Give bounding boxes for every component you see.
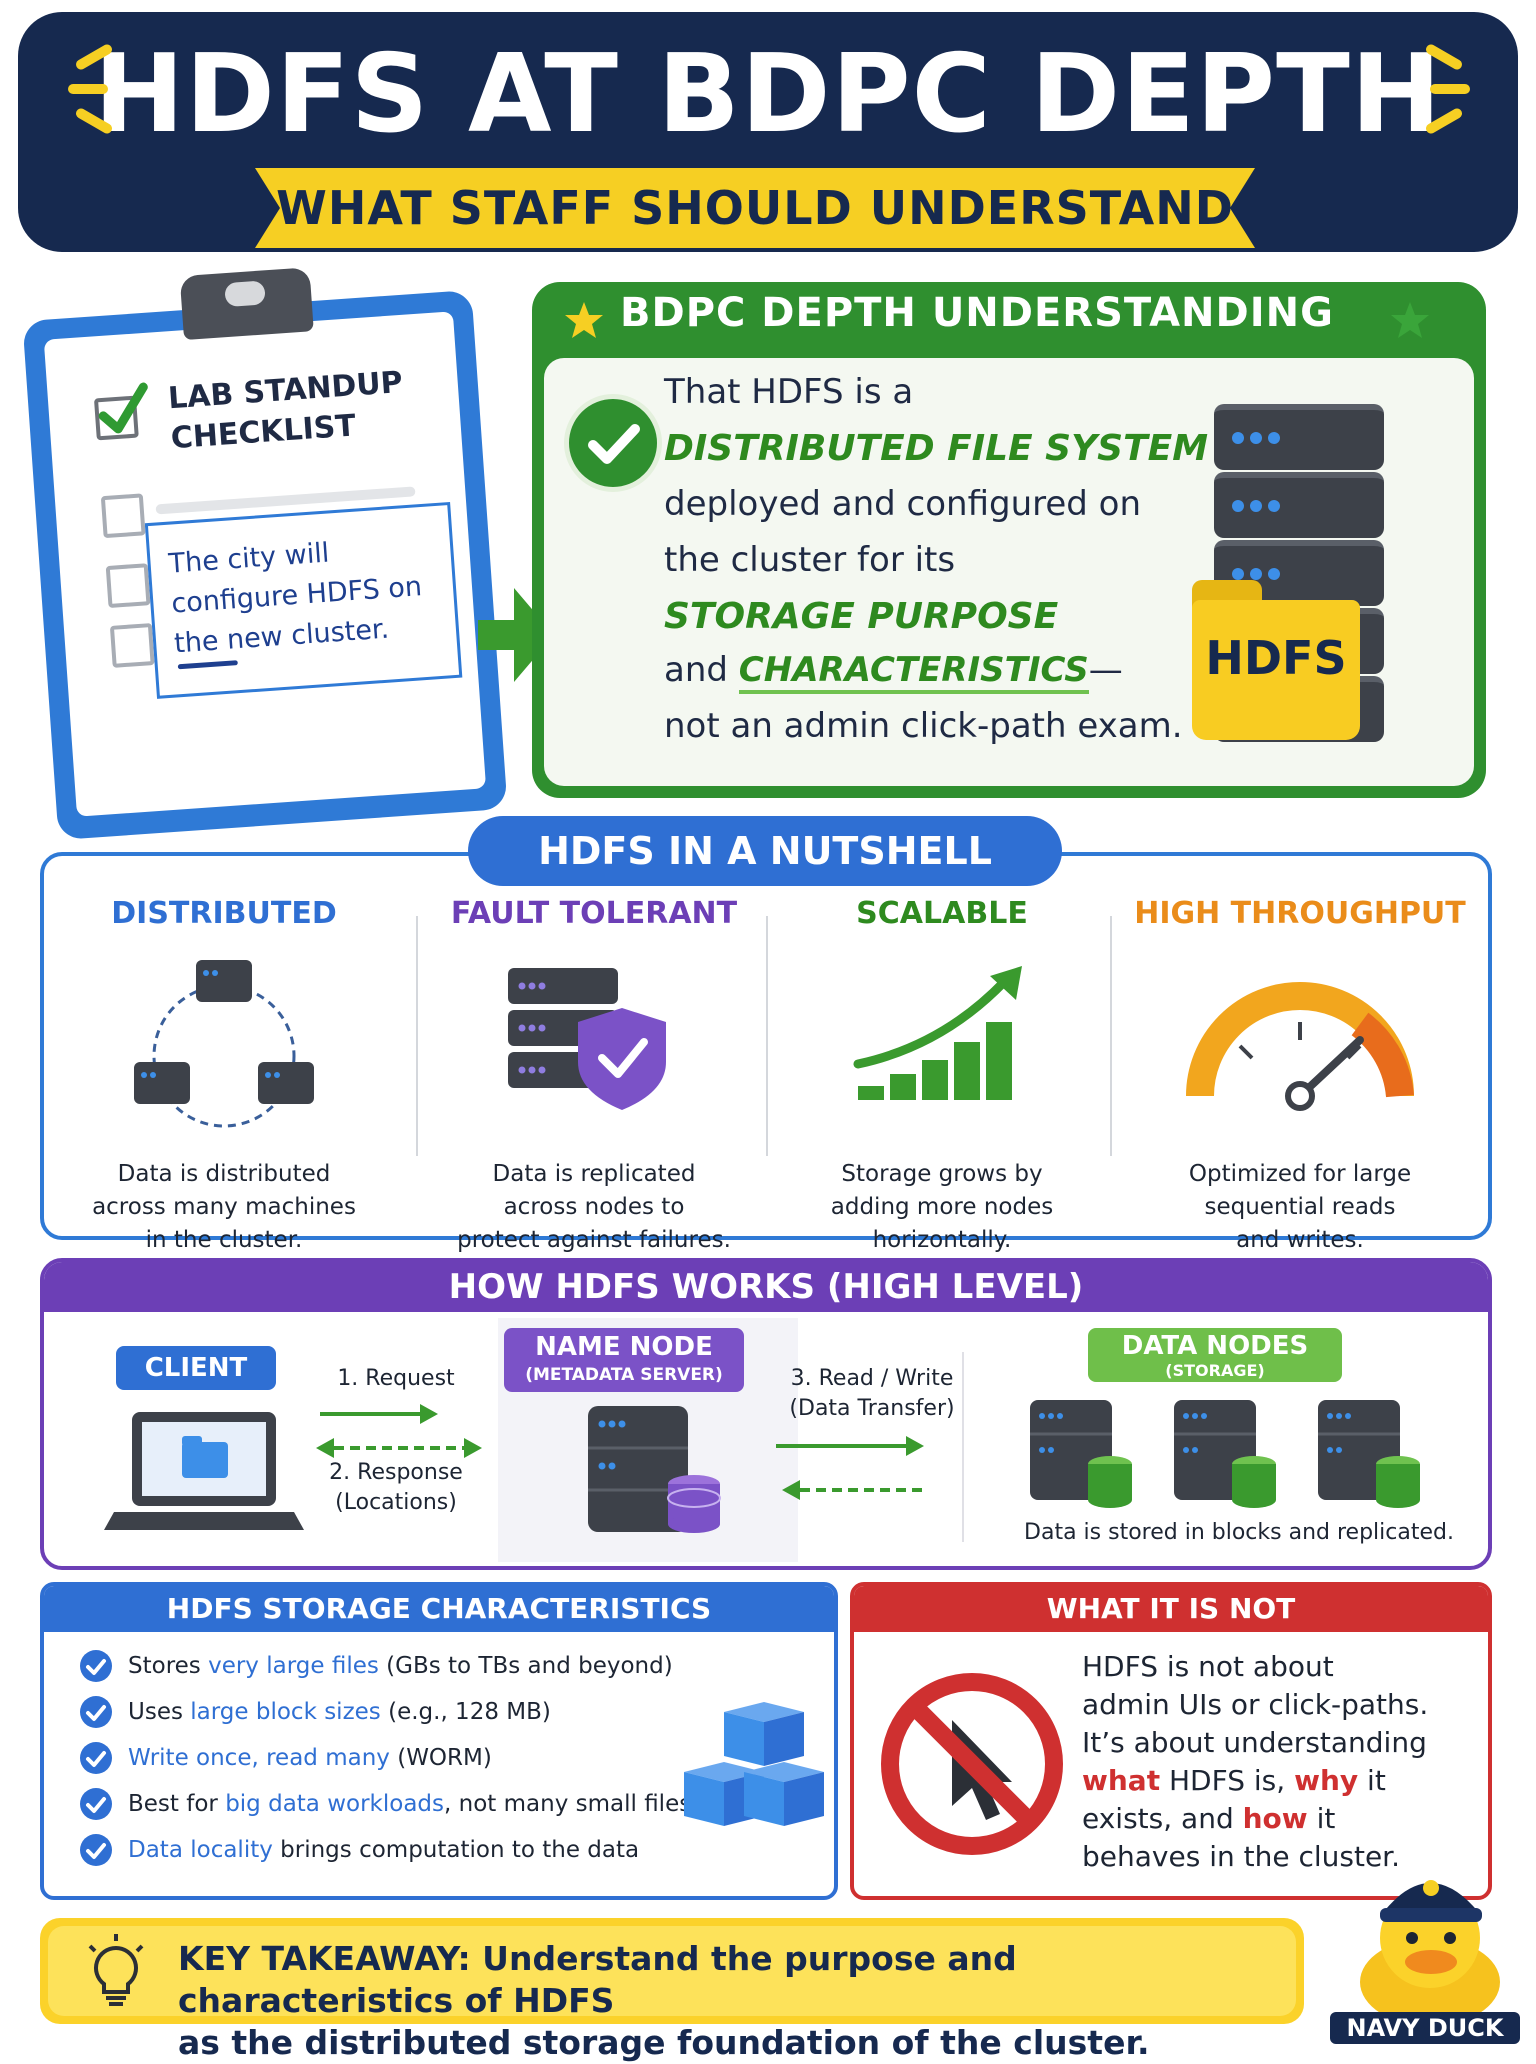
bdpc-line: That HDFS is a [664, 372, 914, 412]
column-divider [766, 916, 768, 1156]
step-request: 1. Request [337, 1366, 455, 1391]
cubes-icon [684, 1702, 824, 1826]
bdpc-line: deployed and configured on [664, 484, 1142, 524]
blocks-note: Data is stored in blocks and replicated. [1024, 1520, 1454, 1545]
nutshell-panel: DISTRIBUTED Data is distributed across m… [40, 852, 1492, 1253]
bdpc-line: not an admin click-path exam. [664, 706, 1183, 746]
bdpc-line: and CHARACTERISTICS— [664, 650, 1123, 694]
duck-icon [1360, 1880, 1500, 2022]
nutshell-label: HDFS IN A NUTSHELL [468, 816, 1062, 886]
arrow-right-icon [316, 1404, 482, 1458]
check-circle-icon [80, 1696, 112, 1728]
mascot-label: NAVY DUCK [1330, 2012, 1520, 2044]
datanode-servers-icon [1030, 1400, 1420, 1508]
distributed-nodes-icon [134, 960, 314, 1128]
server-shield-icon [508, 968, 666, 1110]
bdpc-title: BDPC DEPTH UNDERSTANDING [620, 290, 1334, 336]
how-title: HOW HDFS WORKS (HIGH LEVEL) [448, 1267, 1084, 1307]
step-read-write: 3. Read / Write (Data Transfer) [789, 1366, 955, 1421]
navy-duck-mascot: NAVY DUCK [1330, 1842, 1520, 2044]
storage-title: HDFS STORAGE CHARACTERISTICS [166, 1592, 712, 1625]
column-divider [416, 916, 418, 1156]
check-circle-icon [80, 1650, 112, 1682]
checkbox-empty-icon [100, 493, 146, 539]
lightbulb-icon [88, 1934, 144, 2006]
bdpc-emphasis: DISTRIBUTED FILE SYSTEM [664, 428, 1209, 469]
client-tag: CLIENT [116, 1346, 276, 1390]
spark-decoration [68, 84, 108, 94]
check-circle-icon [80, 1788, 112, 1820]
page-title: HDFS AT BDPC DEPTH [93, 32, 1443, 157]
bdpc-depth-panel: BDPC DEPTH UNDERSTANDING That HDFS is a … [532, 282, 1486, 798]
arrow-right-icon [776, 1436, 926, 1500]
no-click-icon [881, 1673, 1063, 1855]
datanodes-tag: DATA NODES (STORAGE) [1088, 1328, 1342, 1382]
not-description: HDFS is not about admin UIs or click-pat… [1082, 1650, 1429, 1873]
arrow-right-icon [478, 588, 554, 682]
storage-characteristics-panel: HDFS STORAGE CHARACTERISTICS Stores very… [40, 1582, 838, 1900]
checklist-note: The city will configure HDFS on the new … [144, 501, 463, 699]
clip-icon [179, 267, 314, 341]
folder-icon: HDFS [1192, 580, 1360, 740]
clipboard-paper: LAB STANDUP CHECKLIST The city will conf… [43, 311, 487, 817]
checkbox-empty-icon [105, 563, 151, 609]
namenode-server-icon [588, 1406, 721, 1533]
divider [962, 1352, 964, 1542]
checkbox-checked-icon [93, 382, 148, 441]
subtitle-ribbon: WHAT STAFF SHOULD UNDERSTAND [255, 162, 1255, 254]
bdpc-line: the cluster for its [664, 540, 956, 580]
check-circle-icon [80, 1834, 112, 1866]
nutshell-fault-tolerant: FAULT TOLERANT Data is replicated across… [424, 896, 764, 1253]
checklist-title: LAB STANDUP CHECKLIST [166, 365, 404, 457]
folder-label: HDFS [1205, 631, 1347, 685]
bdpc-emphasis: CHARACTERISTICS [738, 650, 1089, 694]
star-icon [1391, 302, 1429, 338]
star-icon [565, 302, 603, 338]
nutshell-scalable: SCALABLE Storage grows by adding more no… [772, 896, 1112, 1253]
not-title: WHAT IT IS NOT [1046, 1592, 1296, 1625]
laptop-icon [104, 1412, 304, 1530]
nutshell-distributed: DISTRIBUTED Data is distributed across m… [54, 896, 394, 1253]
how-hdfs-works-panel: HOW HDFS WORKS (HIGH LEVEL) CLIENT 1. Re… [40, 1258, 1492, 1570]
speedometer-icon [1186, 982, 1414, 1111]
checkbox-empty-icon [109, 623, 155, 668]
checkmark-circle-icon [564, 394, 662, 492]
what-it-is-not-panel: WHAT IT IS NOT HDFS is not about admin U… [850, 1582, 1492, 1900]
step-response: 2. Response (Locations) [329, 1460, 463, 1515]
takeaway-text: KEY TAKEAWAY: Understand the purpose and… [178, 1939, 1150, 2062]
namenode-tag: NAME NODE (METADATA SERVER) [504, 1328, 744, 1392]
growth-chart-icon [853, 966, 1022, 1100]
check-circle-icon [80, 1742, 112, 1774]
column-divider [1110, 916, 1112, 1156]
key-takeaway: KEY TAKEAWAY: Understand the purpose and… [40, 1918, 1304, 2062]
clipboard: LAB STANDUP CHECKLIST The city will conf… [22, 267, 508, 841]
subtitle: WHAT STAFF SHOULD UNDERSTAND [276, 181, 1234, 235]
spark-decoration [1430, 84, 1470, 94]
nutshell-high-throughput: HIGH THROUGHPUT Optimized for large sequ… [1130, 896, 1470, 1253]
bdpc-emphasis: STORAGE PURPOSE [664, 596, 1059, 637]
bdpc-content: That HDFS is a DISTRIBUTED FILE SYSTEM d… [544, 358, 1474, 786]
